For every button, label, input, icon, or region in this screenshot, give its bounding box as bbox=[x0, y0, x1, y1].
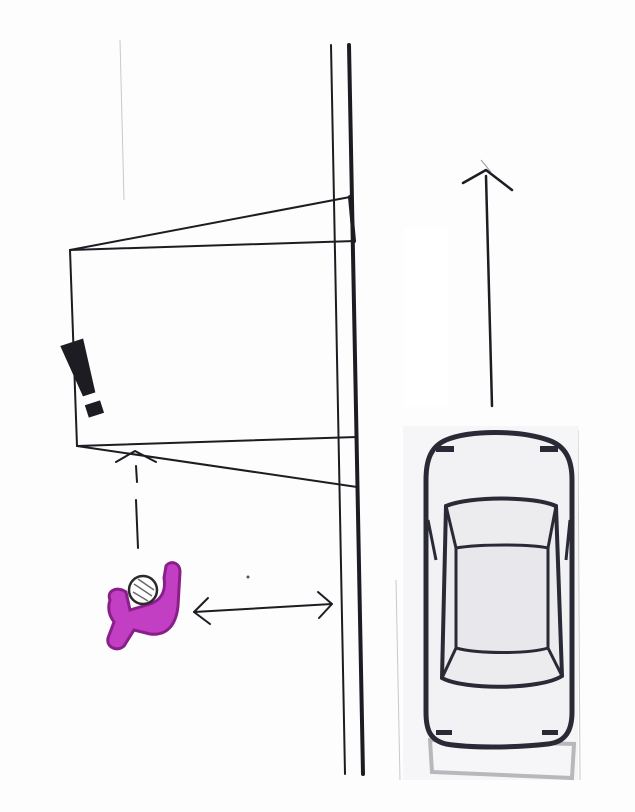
sight-line-arrow bbox=[115, 450, 157, 549]
pencil-speck bbox=[246, 575, 250, 579]
person-top-view-icon bbox=[106, 561, 182, 651]
sign-projection bbox=[69, 195, 358, 488]
distance-double-arrow bbox=[193, 591, 333, 625]
car-taillight-right bbox=[542, 730, 558, 735]
car-top-view-icon bbox=[403, 426, 578, 781]
car-direction-arrow bbox=[461, 159, 514, 408]
car-roof bbox=[454, 543, 550, 654]
exclamation-mark-icon bbox=[60, 338, 105, 418]
car-taillight-left bbox=[436, 730, 452, 735]
paper-patch bbox=[404, 229, 448, 407]
pencil-guides bbox=[119, 39, 581, 781]
car-headlight-left bbox=[436, 446, 454, 452]
curb-thick-line bbox=[347, 43, 365, 776]
curb-thin-line bbox=[330, 44, 346, 775]
car-headlight-right bbox=[540, 446, 558, 452]
curb-lines bbox=[330, 43, 365, 776]
